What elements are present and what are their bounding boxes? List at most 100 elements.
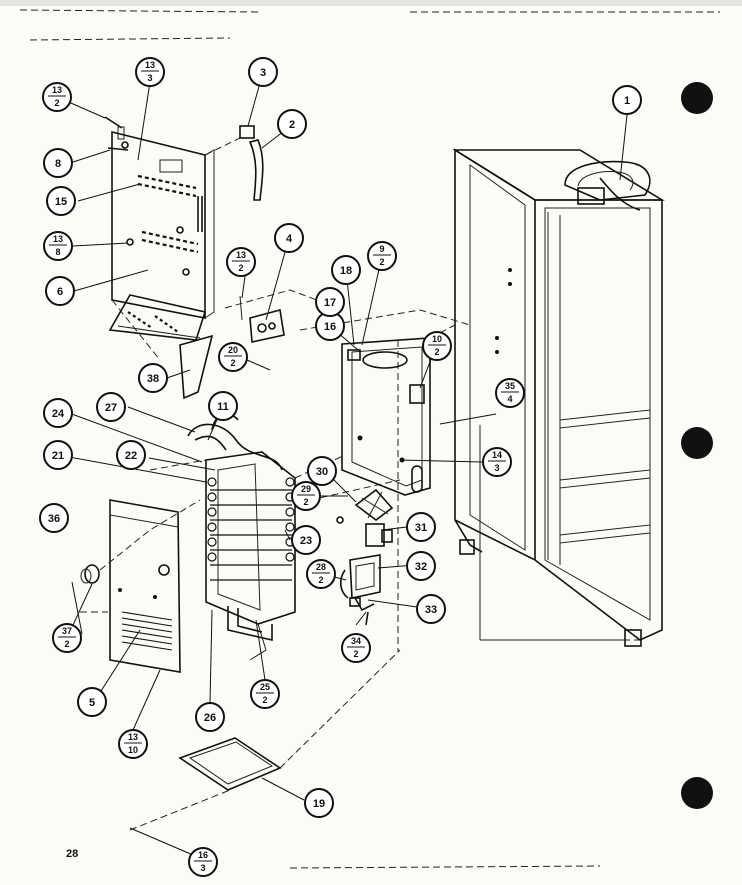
callout-34-2: 342 <box>341 633 371 663</box>
rear-air-duct-panel <box>108 130 241 361</box>
callout-9-2-bottom: 2 <box>379 257 384 267</box>
clip-block <box>239 125 255 139</box>
callout-15-label: 15 <box>55 196 67 208</box>
callout-35-4-top: 35 <box>505 381 515 391</box>
drain-trough <box>129 649 401 831</box>
callout-2-label: 2 <box>289 119 295 131</box>
callout-23: 23 <box>291 525 321 555</box>
callout-14-3-top: 14 <box>492 450 502 460</box>
callout-16-3-top: 16 <box>198 850 208 860</box>
callout-3: 3 <box>248 57 278 87</box>
air-duct-gasket <box>179 334 214 400</box>
callout-13-3-bottom: 3 <box>147 73 152 83</box>
punch-hole-middle <box>681 427 713 459</box>
punch-hole-bottom <box>681 777 713 809</box>
thermostat-knob <box>80 499 201 584</box>
callout-32-label: 32 <box>415 561 427 573</box>
callout-16-label: 16 <box>324 321 336 333</box>
callout-13-10-bottom: 10 <box>128 745 138 755</box>
callout-14-3-bottom: 3 <box>494 463 499 473</box>
callout-30: 30 <box>307 456 337 486</box>
callout-11-label: 11 <box>217 401 229 413</box>
callout-38: 38 <box>138 363 168 393</box>
callout-37-2: 372 <box>52 623 82 653</box>
callout-33: 33 <box>416 594 446 624</box>
callout-32: 32 <box>406 551 436 581</box>
callout-28-2-bottom: 2 <box>318 575 323 585</box>
callout-38-label: 38 <box>147 373 159 385</box>
callout-10-2: 102 <box>422 331 452 361</box>
callout-15: 15 <box>46 186 76 216</box>
callout-21: 21 <box>43 440 73 470</box>
callout-1-label: 1 <box>624 95 630 107</box>
page-number: 28 <box>66 848 79 860</box>
callout-13-2-lower: 132 <box>226 247 256 277</box>
callout-4: 4 <box>274 223 304 253</box>
callout-13-2-lower-bottom: 2 <box>238 263 243 273</box>
fan-motor-assembly <box>309 479 401 626</box>
scan-noise <box>0 0 742 41</box>
callout-20-2: 202 <box>218 342 248 372</box>
callout-13-2-upper-bottom: 2 <box>54 98 59 108</box>
callout-9-2: 92 <box>367 241 397 271</box>
callout-8: 8 <box>43 148 73 178</box>
callout-3-label: 3 <box>260 67 266 79</box>
thermostat-bracket <box>224 289 331 343</box>
callout-21-label: 21 <box>52 450 64 462</box>
callout-13-8-bottom: 8 <box>55 247 60 257</box>
callout-29-2: 292 <box>291 481 321 511</box>
callout-22-label: 22 <box>125 450 137 462</box>
callout-35-4-bottom: 4 <box>507 394 512 404</box>
callout-27: 27 <box>96 392 126 422</box>
callout-36: 36 <box>39 503 69 533</box>
callout-5-label: 5 <box>89 697 95 709</box>
callout-13-3-top: 13 <box>145 60 155 70</box>
callout-6: 6 <box>45 276 75 306</box>
callout-33-label: 33 <box>425 604 437 616</box>
alignment-guides <box>129 340 625 856</box>
refrigerator-cabinet <box>452 148 665 647</box>
callout-22: 22 <box>116 440 146 470</box>
punch-hole-top <box>681 82 713 114</box>
callout-34-2-bottom: 2 <box>353 649 358 659</box>
callout-13-10-top: 13 <box>128 732 138 742</box>
callout-37-2-top: 37 <box>62 626 72 636</box>
callout-13-2-upper: 132 <box>42 82 72 112</box>
callout-19-label: 19 <box>313 798 325 810</box>
callout-10-2-bottom: 2 <box>434 347 439 357</box>
callout-17-label: 17 <box>324 297 336 309</box>
callout-24: 24 <box>43 398 73 428</box>
callout-29-2-bottom: 2 <box>303 497 308 507</box>
callout-24-label: 24 <box>52 408 65 420</box>
callout-20-2-top: 20 <box>228 345 238 355</box>
evaporator-coil <box>149 413 346 661</box>
callout-29-2-top: 29 <box>301 484 311 494</box>
evaporator-cover-panel <box>80 499 181 673</box>
callout-10-2-top: 10 <box>432 334 442 344</box>
callout-27-label: 27 <box>105 402 117 414</box>
callout-2: 2 <box>277 109 307 139</box>
callout-13-2-upper-top: 13 <box>52 85 62 95</box>
callout-31: 31 <box>406 512 436 542</box>
callout-6-label: 6 <box>57 286 63 298</box>
callout-16-3-bottom: 3 <box>200 863 205 873</box>
callout-37-2-bottom: 2 <box>64 639 69 649</box>
callout-26-label: 26 <box>204 712 216 724</box>
callout-25-2-top: 25 <box>260 682 270 692</box>
callout-17: 17 <box>315 287 345 317</box>
callout-23-label: 23 <box>300 535 312 547</box>
callout-1: 1 <box>612 85 642 115</box>
callout-26: 26 <box>195 702 225 732</box>
scan-noise-bottom <box>289 865 601 869</box>
callout-30-label: 30 <box>316 466 328 478</box>
callout-13-8-top: 13 <box>53 234 63 244</box>
callout-31-label: 31 <box>415 522 427 534</box>
callout-19: 19 <box>304 788 334 818</box>
callout-14-3: 143 <box>482 447 512 477</box>
callout-13-2-lower-top: 13 <box>236 250 246 260</box>
callout-18-label: 18 <box>340 265 352 277</box>
callout-8-label: 8 <box>55 158 61 170</box>
callout-20-2-bottom: 2 <box>230 358 235 368</box>
